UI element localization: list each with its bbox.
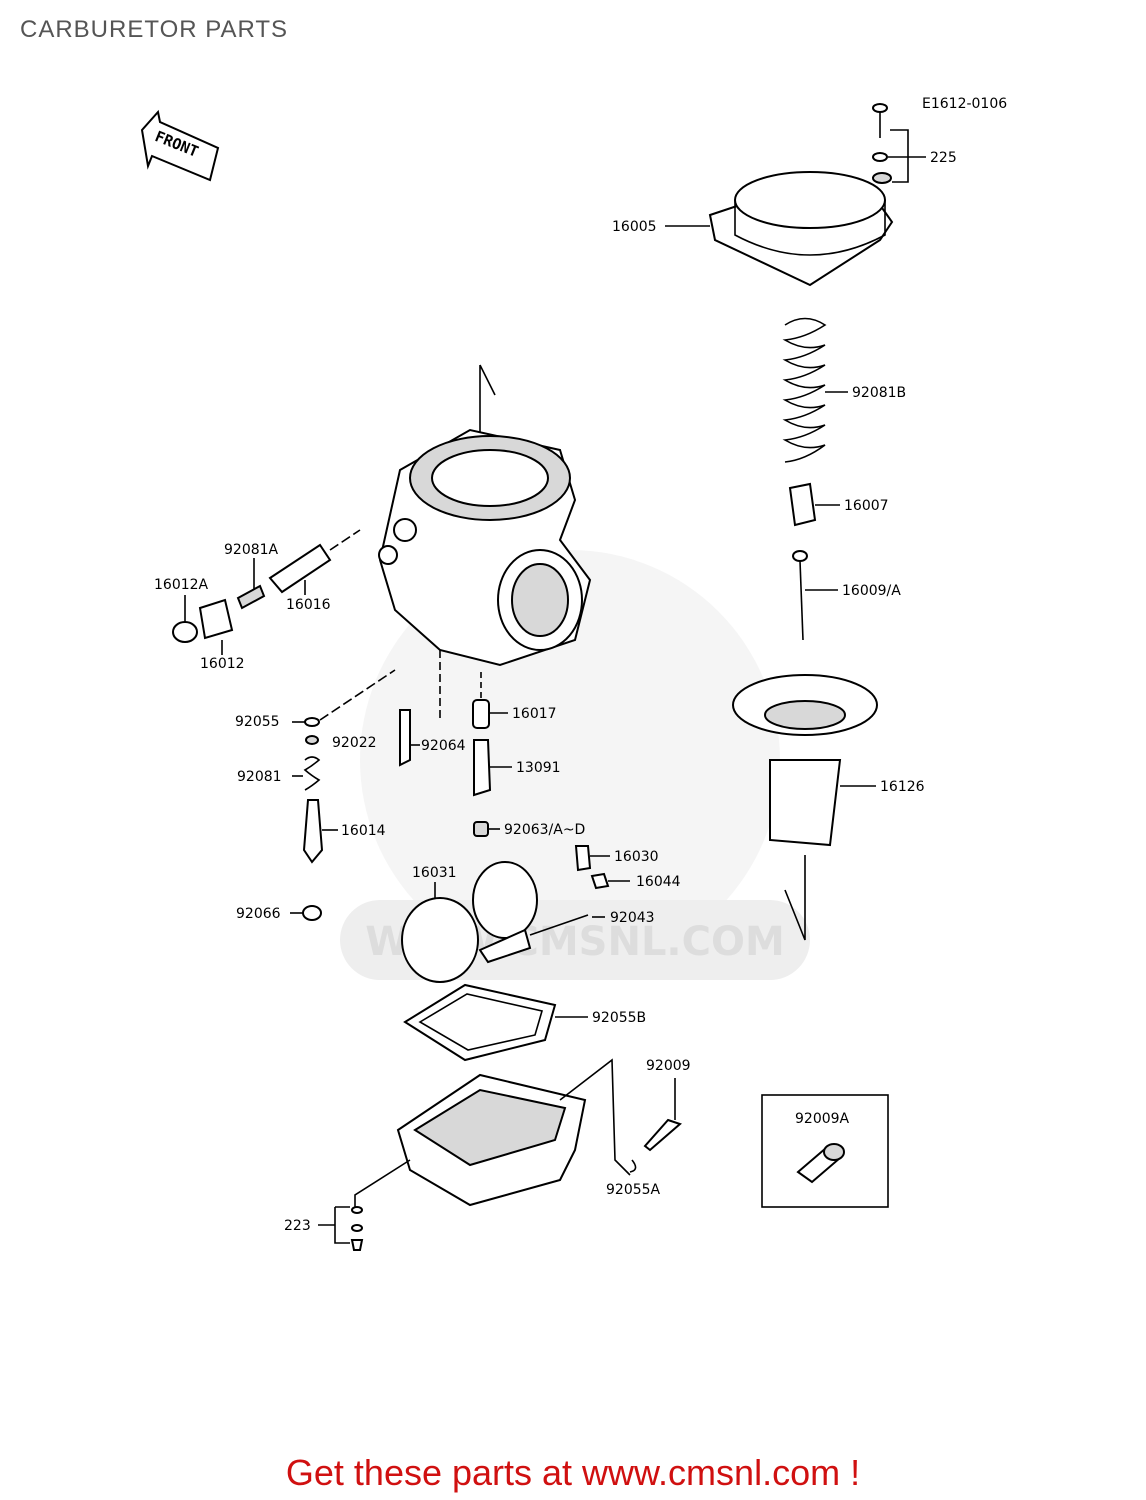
label-223: 223 (284, 1218, 311, 1234)
needle-holder-16007 (788, 482, 840, 527)
label-13091: 13091 (516, 760, 561, 776)
reference-code: E1612-0106 (922, 96, 1007, 112)
label-92009a: 92009A (795, 1111, 850, 1127)
float-bowl (354, 1058, 631, 1208)
label-16126: 16126 (880, 779, 925, 795)
label-16014: 16014 (341, 823, 386, 839)
gasket-92055b (403, 983, 588, 1062)
label-92055: 92055 (235, 714, 280, 730)
label-92022: 92022 (332, 735, 377, 751)
label-92043: 92043 (610, 910, 655, 926)
label-92055a: 92055A (606, 1182, 661, 1198)
drain-screw-92009 (629, 1078, 682, 1173)
float-assembly (401, 845, 630, 983)
top-cover-assembly (665, 103, 926, 287)
label-92064: 92064 (421, 738, 466, 754)
jet-needle-16009 (792, 550, 838, 641)
label-92066: 92066 (236, 906, 281, 922)
label-16030: 16030 (614, 849, 659, 865)
label-16005: 16005 (612, 219, 657, 235)
label-92055b: 92055B (592, 1010, 646, 1026)
label-92081: 92081 (237, 769, 282, 785)
vacuum-piston-16126 (732, 674, 878, 941)
label-16016: 16016 (286, 597, 331, 613)
label-92009: 92009 (646, 1058, 691, 1074)
label-16044: 16044 (636, 874, 681, 890)
part-labels: 225 16005 92081B 16007 16009/A 16126 920… (154, 150, 957, 1234)
label-92081a: 92081A (224, 542, 279, 558)
jet-parts (290, 669, 512, 921)
label-92081b: 92081B (852, 385, 906, 401)
front-arrow: FRONT (140, 109, 220, 182)
page-title: CARBURETOR PARTS (20, 16, 289, 43)
label-92063: 92063/A~D (504, 822, 585, 838)
label-16007: 16007 (844, 498, 889, 514)
label-225: 225 (930, 150, 957, 166)
label-16012: 16012 (200, 656, 245, 672)
spring-92081b (782, 317, 848, 463)
promo-link[interactable]: Get these parts at www.cmsnl.com ! (285, 1452, 861, 1493)
label-16031: 16031 (412, 865, 457, 881)
label-16012a: 16012A (154, 577, 209, 593)
label-16009a: 16009/A (842, 583, 901, 599)
left-side-parts (172, 529, 361, 655)
inset-92009a (761, 1094, 889, 1208)
carburetor-body (378, 364, 592, 720)
label-16017: 16017 (512, 706, 557, 722)
screws-223 (318, 1206, 364, 1251)
